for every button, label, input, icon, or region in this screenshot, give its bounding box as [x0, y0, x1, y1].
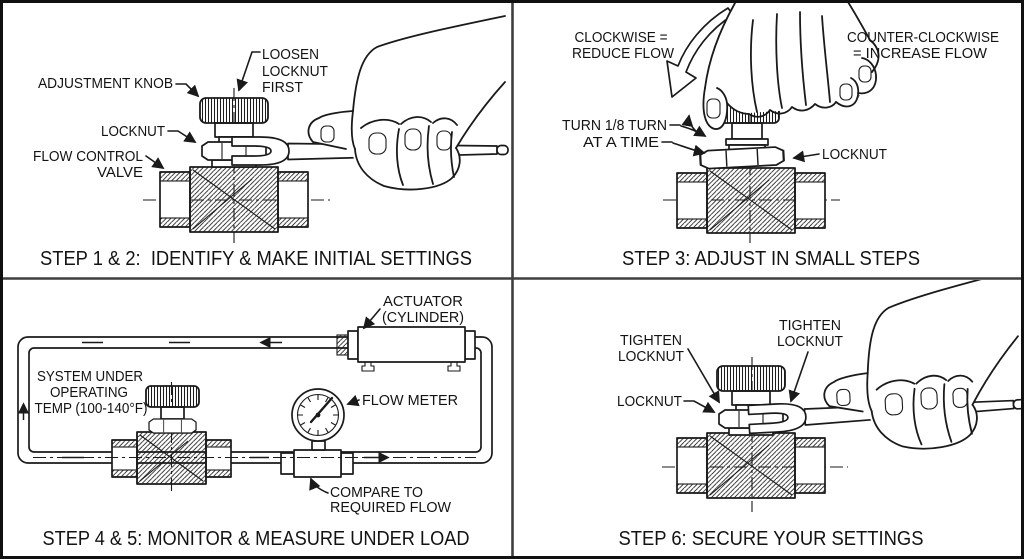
label-locknut: LOCKNUT: [101, 123, 165, 140]
loose-locknut-drawing: [698, 145, 786, 171]
panel-step-3: CLOCKWISE = REDUCE FLOW COUNTER-CLOCKWIS…: [562, 2, 999, 270]
label-clockwise-line2: REDUCE FLOW: [572, 45, 675, 62]
label-loosen-line1: LOOSEN: [262, 46, 319, 63]
label-tighten-left-line1: TIGHTEN: [620, 332, 682, 349]
flow-control-valve-drawing: [143, 15, 509, 243]
hydraulic-circuit-drawing: [17, 326, 493, 492]
caption-step-6: STEP 6: SECURE YOUR SETTINGS: [619, 527, 924, 550]
label-loosen-line2: LOCKNUT: [262, 63, 328, 80]
label-tighten-right-line2: LOCKNUT: [777, 333, 843, 350]
label-system-line3: TEMP (100-140°F): [35, 400, 148, 417]
label-locknut: LOCKNUT: [617, 393, 682, 410]
caption-step-4-5: STEP 4 & 5: MONITOR & MEASURE UNDER LOAD: [43, 527, 470, 550]
adjustment-knob-drawing: [199, 97, 269, 124]
label-flow-control-line2: VALVE: [97, 164, 143, 181]
caption-step-1-2: STEP 1 & 2: IDENTIFY & MAKE INITIAL SETT…: [40, 247, 472, 270]
flow-control-valve-drawing: [662, 280, 1022, 512]
label-actuator-line2: (CYLINDER): [382, 309, 464, 326]
flow-meter-drawing: [280, 388, 354, 478]
leader-arrows: [661, 114, 820, 163]
leader-arrows: [309, 308, 381, 494]
leader-arrows: [683, 348, 809, 413]
label-clockwise-line1: CLOCKWISE =: [575, 29, 668, 46]
valve-top-view-drawing: [663, 90, 840, 243]
gripping-hand-drawing: [702, 2, 882, 130]
flow-control-valve-drawing: [111, 382, 232, 492]
label-tighten-right-line1: TIGHTEN: [779, 317, 841, 334]
label-locknut: LOCKNUT: [822, 146, 887, 163]
label-loosen-line3: FIRST: [262, 79, 303, 96]
clockwise-arrow-icon: [666, 7, 734, 98]
leader-arrows: [145, 51, 261, 170]
label-actuator-line1: ACTUATOR: [383, 293, 463, 310]
label-compare-line1: COMPARE TO: [330, 484, 423, 501]
label-counter-clockwise-line2: = INCREASE FLOW: [853, 45, 988, 62]
label-system-line2: OPERATING: [50, 384, 128, 401]
adjustment-knob-drawing: [716, 365, 786, 392]
panel-step-6: TIGHTEN LOCKNUT TIGHTEN LOCKNUT LOCKNUT …: [617, 280, 1022, 550]
actuator-cylinder-drawing: [336, 326, 476, 372]
label-counter-clockwise-line1: COUNTER-CLOCKWISE: [847, 29, 999, 46]
caption-step-3: STEP 3: ADJUST IN SMALL STEPS: [622, 247, 920, 270]
label-turn-line1: TURN 1/8 TURN: [562, 117, 667, 134]
label-adjustment-knob: ADJUSTMENT KNOB: [38, 75, 173, 92]
label-system-line1: SYSTEM UNDER: [37, 368, 143, 385]
panel-step-4-5: SYSTEM UNDER OPERATING TEMP (100-140°F) …: [17, 293, 493, 550]
label-tighten-left-line2: LOCKNUT: [618, 348, 684, 365]
hand-with-wrench-drawing: [231, 15, 509, 192]
hand-with-wrench-drawing: [740, 280, 1022, 460]
label-turn-line2: AT A TIME: [583, 134, 659, 151]
label-flow-control-line1: FLOW CONTROL: [33, 148, 143, 165]
panel-step-1-2: LOOSEN LOCKNUT FIRST ADJUSTMENT KNOB LOC…: [33, 15, 509, 270]
label-compare-line2: REQUIRED FLOW: [330, 499, 452, 516]
label-flow-meter: FLOW METER: [362, 392, 458, 409]
